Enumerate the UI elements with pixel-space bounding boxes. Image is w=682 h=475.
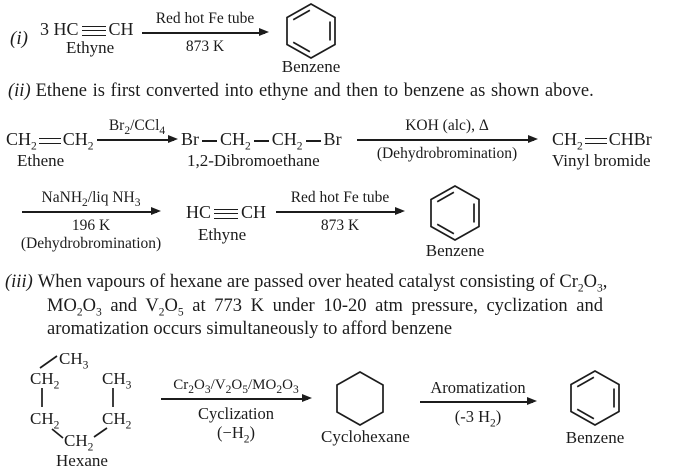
single-bond-icon [202,140,218,142]
double-bond-icon [38,137,61,145]
section-ii-intro-text: Ethene is first converted into ethyne an… [35,81,594,101]
reaction-arrow-koh: KOH (alc), Δ (Dehydrobromination) [357,117,538,163]
ethyne-label: Ethyne [198,225,247,244]
benzene-label: Benzene [565,428,625,447]
ethyne-label: Ethyne [66,38,115,57]
right-arrow-icon [420,397,537,407]
hexane-label: Hexane [56,451,108,470]
reaction-arrow-cyclization: Cr2O3/V2O5/MO2O3 Cyclization (−H2) [161,376,312,446]
hexane-c2: CH2 [30,369,60,392]
arrow-condition-bottom: 196 K [71,217,111,234]
arrow-condition-top: Aromatization [430,378,526,397]
section-iii-line3: aromatization occurs simultaneously to a… [47,319,453,339]
benzene-ring-icon [570,370,620,426]
arrow-condition-note: (Dehydrobromination) [20,235,162,252]
hexane-c6: CH3 [102,369,132,392]
arrow-condition-bottom: (-3 H2) [454,407,502,430]
arrow-condition-bottom: 873 K [320,217,360,234]
arrow-condition-top: Br2/CCl4 [108,117,166,138]
triple-bond-icon [81,26,106,36]
single-bond-icon [305,140,321,142]
right-arrow-icon [142,28,269,38]
arrow-condition-bottom: (Dehydrobromination) [376,145,518,162]
arrow-condition-top: Red hot Fe tube [155,10,255,27]
hexane-c4: CH2 [64,431,94,454]
arrow-condition-top: Cr2O3/V2O5/MO2O3 [173,377,299,396]
arrow-condition-top: Red hot Fe tube [290,189,390,206]
hexane-structure: CH3 CH2 CH3 CH2 CH2 CH2 Hexane [26,347,138,471]
dibromoethane-label: 1,2-Dibromoethane [187,151,320,170]
section-i-index: (i) [10,28,28,49]
cyclohexane-label: Cyclohexane [321,427,410,446]
section-iii-line1: (iii)When vapours of hexane are passed o… [5,272,608,295]
arrow-condition-top: KOH (alc), Δ [405,117,489,134]
reaction-arrow-nanh2: NaNH2/liq NH3 196 K (Dehydrobromination) [20,189,162,253]
section-ii-intro: (ii)Ethene is first converted into ethyn… [8,81,594,102]
benzene-label: Benzene [425,241,485,260]
right-arrow-icon [22,207,161,217]
benzene-label: Benzene [281,57,341,76]
right-arrow-icon [276,207,405,217]
arrow-condition-top: NaNH2/liq NH3 [41,189,141,210]
hexane-bonds-icon [39,355,114,439]
hexane-c5: CH2 [102,409,132,432]
single-bond-icon [253,140,269,142]
reaction-arrow-aromatization: Aromatization (-3 H2) [420,378,537,430]
arrow-condition-note: (−H2) [217,423,255,446]
reaction-arrow-fe-tube: Red hot Fe tube 873 K [276,189,405,235]
section-iii-line1-text: When vapours of hexane are passed over h… [37,272,608,295]
reaction-arrow-i: Red hot Fe tube 873 K [142,10,269,56]
cyclohexane-ring-icon [336,371,384,426]
hexane-c3: CH2 [30,409,60,432]
benzene-ring-icon [286,3,336,59]
section-iii-index: (iii) [5,272,33,292]
section-iii-line2: MO2O3 and V2O5 at 773 K under 10-20 atm … [47,296,603,319]
vinyl-bromide-label: Vinyl bromide [552,151,651,170]
reaction-arrow-bromination: Br2/CCl4 [97,117,178,145]
right-arrow-icon [357,135,538,145]
hexane-c1: CH3 [59,349,89,372]
ethene-label: Ethene [17,151,65,170]
section-ii-index: (ii) [8,81,31,101]
benzene-ring-icon [430,185,480,241]
double-bond-icon [584,137,607,145]
arrow-condition-bottom: Cyclization [197,404,275,423]
arrow-condition-bottom: 873 K [185,38,225,55]
right-arrow-icon [97,135,178,145]
triple-bond-icon [214,209,239,219]
right-arrow-icon [161,394,312,404]
